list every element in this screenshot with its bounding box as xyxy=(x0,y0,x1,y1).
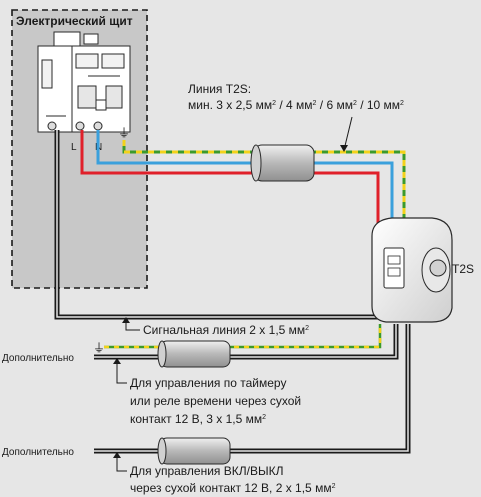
terminal-l-label: L xyxy=(71,142,77,153)
optional-2-line-2: через сухой контакт 12 В, 2 х 1,5 мм2 xyxy=(130,481,336,495)
optional-1-line-1: Для управления по таймеру xyxy=(130,376,286,390)
power-cable-sleeve xyxy=(250,144,315,182)
circuit-breaker-device xyxy=(37,31,131,133)
optional-1-label: Дополнительно xyxy=(2,353,74,364)
neutral-wire xyxy=(96,130,394,226)
phase-wire xyxy=(80,130,380,226)
optional-2-cable-sleeve xyxy=(157,437,231,465)
optional-1-cable-sleeve xyxy=(157,340,231,368)
device-label: T2S xyxy=(452,262,474,276)
signal-line-label: Сигнальная линия 2 х 1,5 мм2 xyxy=(143,323,309,337)
line-spec: мин. 3 х 2,5 мм2 / 4 мм2 / 6 мм2 / 10 мм… xyxy=(188,98,404,112)
optional-2-label: Дополнительно xyxy=(2,447,74,458)
line-label-pointer xyxy=(343,116,353,151)
line-title: Линия T2S: xyxy=(188,82,251,96)
optional-1-line-2: или реле времени через сухой xyxy=(130,394,301,408)
optional-2-line-1: Для управления ВКЛ/ВЫКЛ xyxy=(130,464,283,478)
t2s-device xyxy=(371,217,453,323)
optional-1-earth-icon: ⏚ xyxy=(93,341,105,355)
optional-1-pointer xyxy=(116,358,127,384)
optional-2-pointer xyxy=(116,452,127,472)
panel-title: Электрический щит xyxy=(16,14,133,28)
earth-terminal-icon: ⏚ xyxy=(118,126,130,140)
signal-label-pointer xyxy=(125,318,140,331)
optional-1-line-3: контакт 12 В, 3 х 1,5 мм2 xyxy=(130,412,266,426)
earth-wire-stripe xyxy=(122,140,406,226)
